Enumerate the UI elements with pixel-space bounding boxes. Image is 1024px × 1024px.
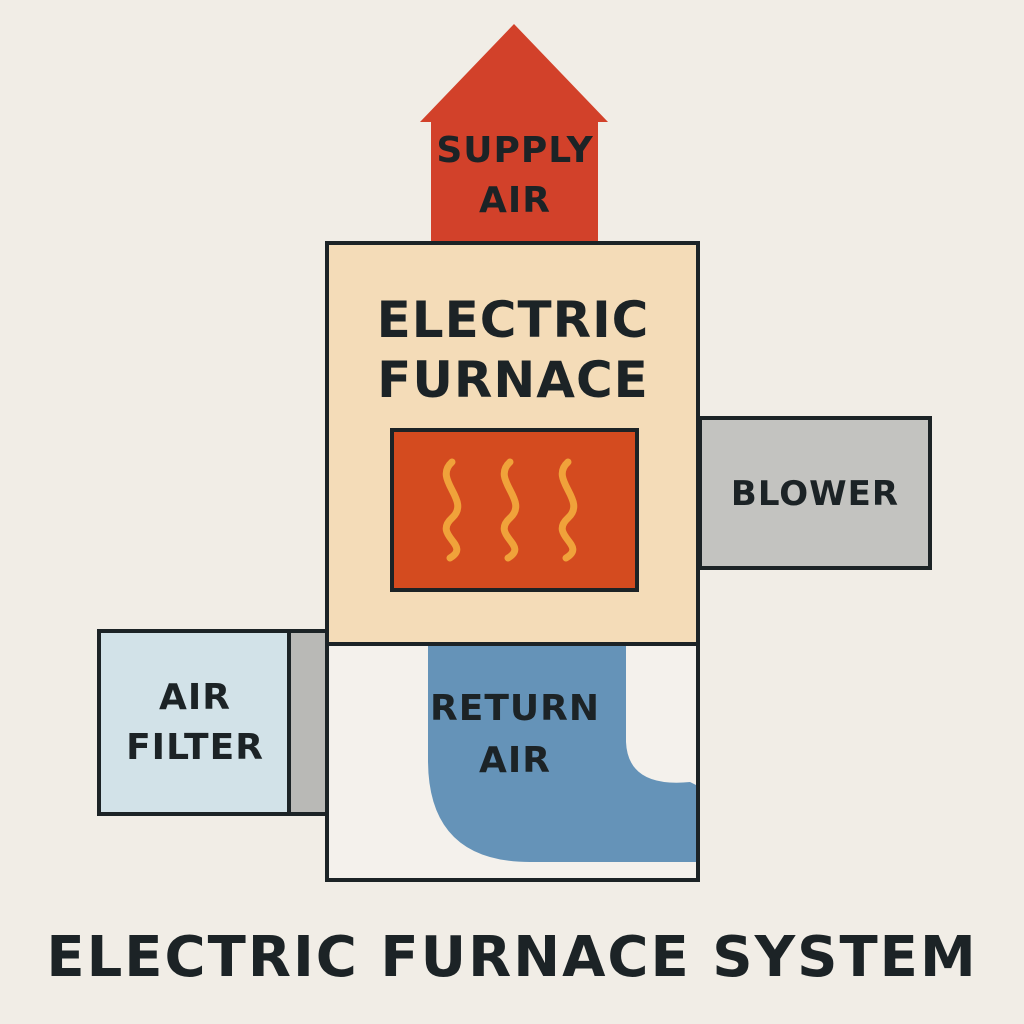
heat-wave-1 [442,458,462,562]
furnace-label-line1: ELECTRIC [376,291,650,349]
blower-box [698,416,932,570]
air-filter-box [97,629,291,816]
heat-wave-icon [442,458,578,562]
heat-wave-3 [558,458,578,562]
air-filter-label-line1: AIR [159,677,231,718]
air-filter-label: AIR FILTER [100,632,290,814]
blower-label: BLOWER [730,474,900,514]
return-air-label-line2: AIR [479,740,551,781]
air-filter-frame [287,629,329,816]
air-filter-label-line2: FILTER [126,727,264,768]
return-air-label-line1: RETURN [430,688,600,729]
furnace-label: ELECTRIC FURNACE [330,288,696,412]
furnace-label-line2: FURNACE [377,351,649,409]
diagram-title: ELECTRIC FURNACE SYSTEM [46,924,978,990]
return-air-duct [428,644,698,862]
heat-wave-2 [500,458,520,562]
supply-air-arrow [420,24,608,243]
supply-air-label-line2: AIR [479,180,551,221]
supply-air-label-line1: SUPPLY [436,130,594,171]
supply-air-label: SUPPLY AIR [420,126,610,226]
return-air-label: RETURN AIR [410,680,620,790]
